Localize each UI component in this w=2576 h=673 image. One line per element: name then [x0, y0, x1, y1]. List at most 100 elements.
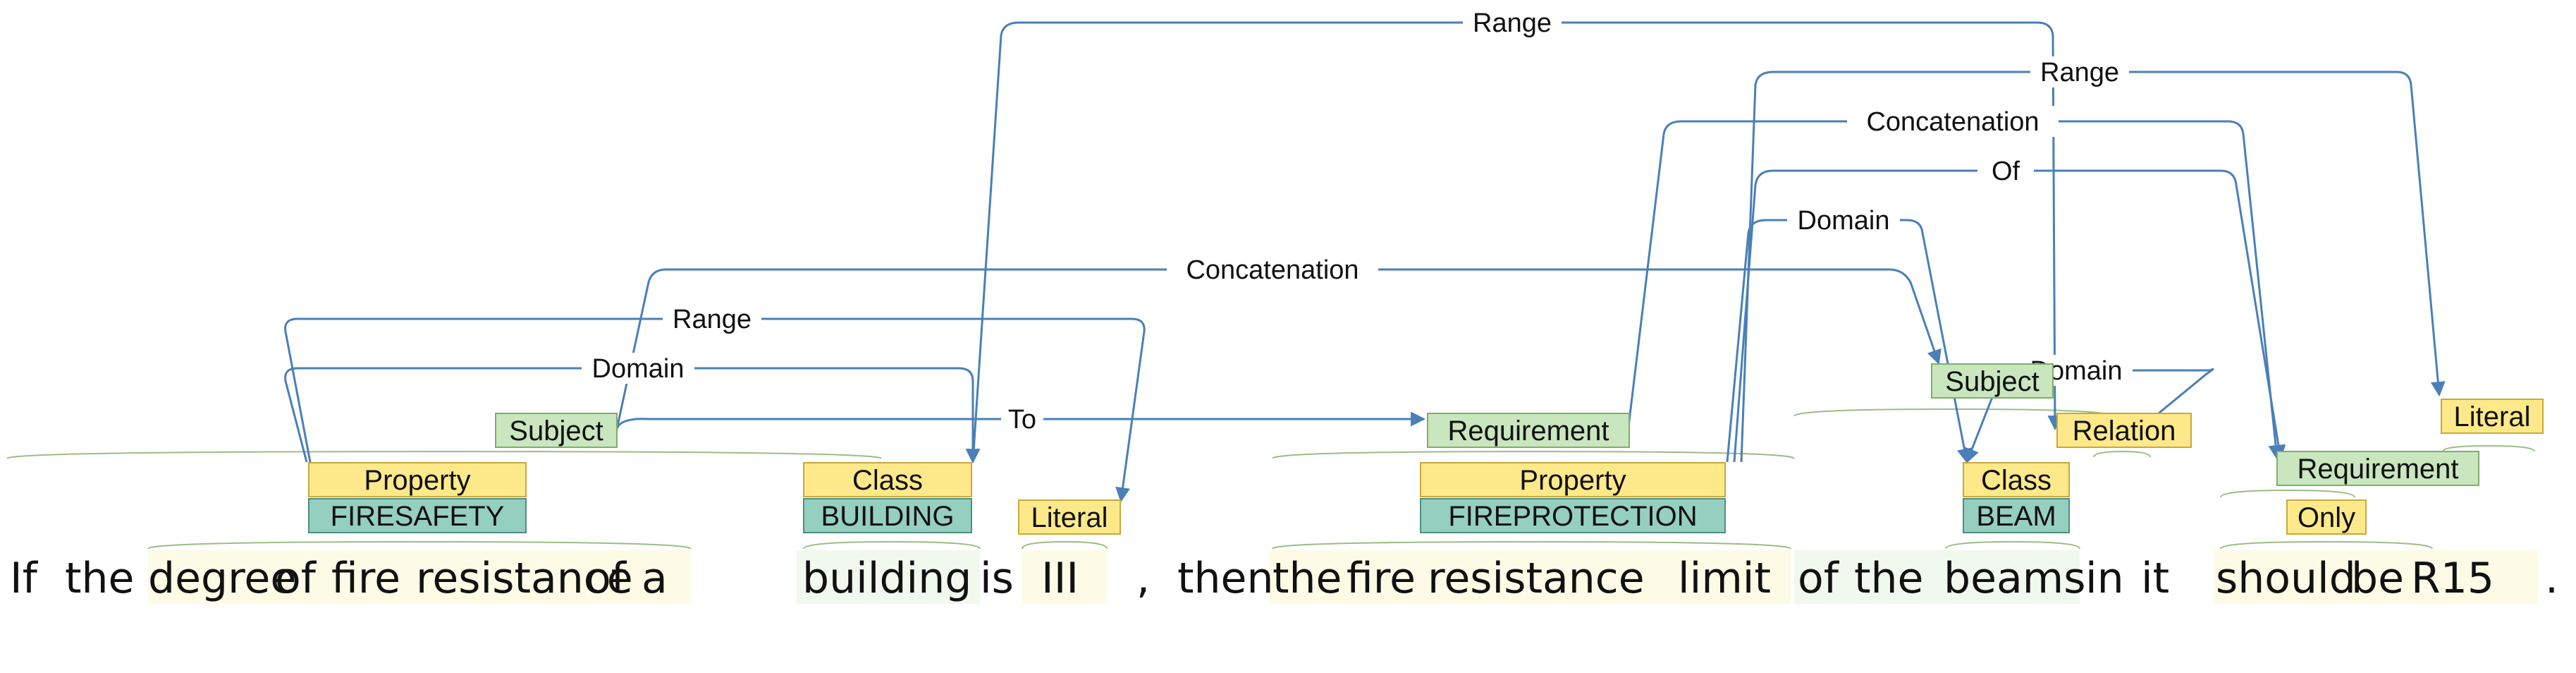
token-highlights: [148, 550, 2538, 604]
sentence-token: resistance: [416, 554, 633, 603]
arc-label-to: To: [1008, 405, 1036, 435]
span-brace: [147, 540, 692, 550]
requirement-label-1: Requirement: [1447, 416, 1609, 447]
requirement-label-2: Requirement: [2297, 454, 2458, 485]
span-brace: [2220, 489, 2355, 498]
span-highlight: [148, 550, 691, 604]
sentence-token: .: [2545, 554, 2558, 603]
sentence-token: of: [1798, 554, 1840, 603]
literal-box-iii: [1018, 499, 1121, 535]
span-brace: [2220, 540, 2433, 550]
span-highlight: [1269, 550, 1791, 604]
sentence-token: should: [2216, 554, 2356, 603]
arc-label-bg: [2030, 56, 2129, 87]
arc-label-of: Of: [1992, 157, 2020, 186]
class-label-building: Class: [852, 465, 923, 496]
sentence-token: fire: [1347, 554, 1416, 603]
span-brace: [2093, 450, 2151, 458]
arc-label-range-top: Range: [1473, 8, 1552, 38]
only-label: Only: [2298, 502, 2355, 533]
span-braces: [6, 408, 2535, 550]
span-highlight: [797, 550, 980, 604]
arc-to: [615, 411, 1426, 430]
sentence-token: III: [1041, 554, 1079, 603]
relation-box: [2056, 413, 2192, 448]
arc-label-range-left: Range: [673, 305, 752, 334]
sentence-token: resistance: [1428, 554, 1645, 603]
requirement-box-1: [1427, 413, 1630, 448]
sentence-token: the: [1854, 554, 1923, 603]
subject-box-1: [495, 413, 618, 448]
span-brace: [803, 540, 981, 550]
arc-label-domain-1: Domain: [1798, 206, 1890, 236]
span-brace: [2442, 444, 2535, 452]
subject-label-1: Subject: [509, 416, 603, 447]
property-label-firesafety: Property: [364, 465, 470, 496]
arc-label-bg: [663, 303, 761, 334]
sentence-token: in: [2085, 554, 2124, 603]
sentence-token: R15: [2411, 554, 2494, 603]
relation-label: Relation: [2073, 416, 2176, 447]
value-box-beam: [1963, 498, 2070, 533]
arc-label-range-2: Range: [2040, 58, 2119, 87]
literal-label-r15: Literal: [2454, 401, 2531, 432]
span-brace: [1022, 540, 1108, 550]
literal-label-iii: Literal: [1031, 502, 1108, 533]
sentence-token: ,: [1136, 554, 1150, 603]
span-brace: [1793, 408, 2112, 417]
span-highlight: [1022, 550, 1107, 604]
arc-label-domain-left: Domain: [592, 354, 685, 384]
class-box-building: [803, 462, 972, 497]
arc-label-bg: [582, 353, 694, 384]
arc-concat-2: [615, 268, 1942, 430]
requirement-box-2: [2276, 451, 2479, 486]
subject-box-2: [1931, 363, 2054, 399]
span-brace: [1272, 450, 1795, 459]
arc-label-bg: [1001, 404, 1043, 435]
sentence-token: beams: [1944, 554, 2085, 603]
sentence-token: be: [2351, 554, 2404, 603]
value-label-firesafety: FIRESAFETY: [331, 501, 505, 532]
value-label-fireprotection: FIREPROTECTION: [1448, 501, 1697, 532]
span-highlight: [1794, 550, 2080, 604]
entity-boxes: Subject Property FIRESAFETY Class BUILDI…: [308, 363, 2544, 535]
arc-label-concatenation-1: Concatenation: [1866, 107, 2039, 137]
sentence-token: limit: [1678, 554, 1771, 603]
span-highlight: [2214, 550, 2538, 604]
sentence-token: degree: [148, 554, 296, 603]
value-label-building: BUILDING: [821, 501, 955, 532]
class-box-beam: [1963, 462, 2070, 497]
arc-label-bg: [1847, 106, 2059, 137]
value-box-building: [803, 498, 972, 533]
arc-label-bg: [1787, 205, 1900, 236]
sentence-token: is: [980, 554, 1014, 603]
sentence-token: building: [802, 554, 971, 603]
property-label-fireprotection: Property: [1519, 465, 1626, 496]
literal-box-r15: [2441, 399, 2544, 434]
arc-concat-1: [1627, 120, 2283, 461]
class-label-beam: Class: [1981, 465, 2051, 496]
arc-label-concatenation-2: Concatenation: [1186, 255, 1358, 285]
sentence-token: the: [1272, 554, 1342, 603]
subject-label-2: Subject: [1945, 366, 2039, 397]
span-brace: [1945, 540, 2080, 550]
sentence-token: a: [642, 554, 668, 603]
arc-label-bg: [1463, 7, 1562, 38]
property-box-firesafety: [308, 462, 527, 497]
sentence-token: If: [10, 554, 39, 603]
span-brace: [1272, 540, 1791, 550]
span-brace: [6, 450, 882, 459]
sentence-token: it: [2141, 554, 2169, 603]
property-box-fireprotection: [1420, 462, 1726, 497]
arc-range-2: [1740, 71, 2446, 463]
value-box-firesafety: [308, 498, 527, 533]
sentence-token: fire: [331, 554, 400, 603]
sentence-token: of: [275, 554, 317, 603]
sentence-token: of: [585, 554, 627, 603]
sentence-token: then: [1177, 554, 1274, 603]
value-label-beam: BEAM: [1976, 501, 2056, 532]
only-box: [2286, 499, 2367, 535]
